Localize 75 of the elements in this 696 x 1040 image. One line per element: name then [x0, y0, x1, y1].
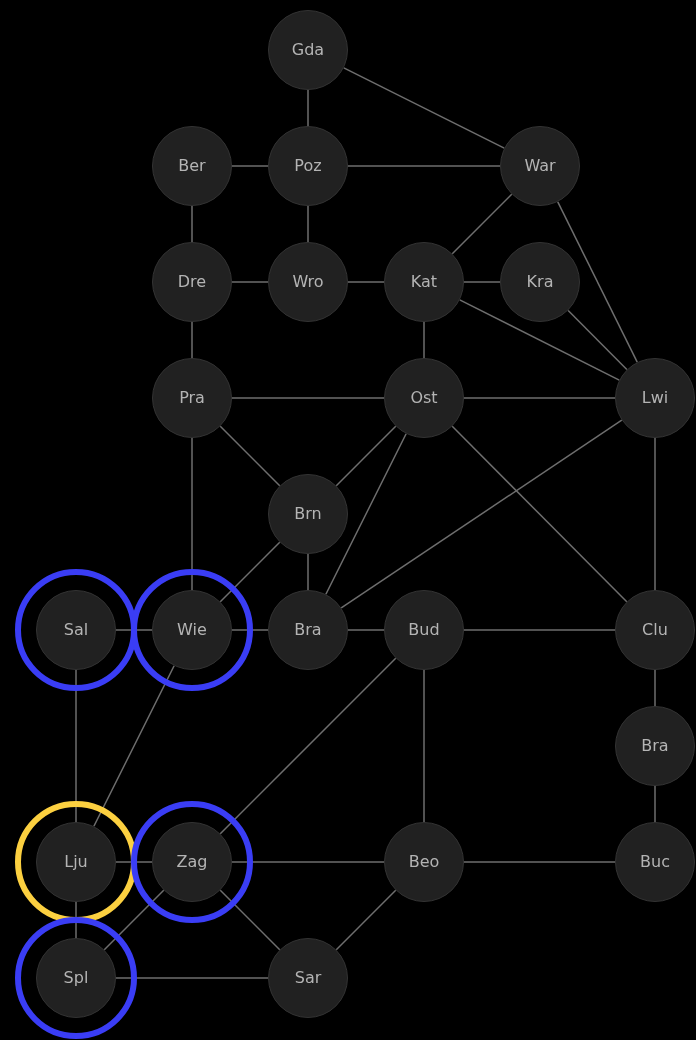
- connector-line: [423, 669, 425, 823]
- connector-line: [463, 281, 501, 283]
- city-node: [152, 822, 232, 902]
- connector-line: [191, 205, 193, 243]
- connector-line: [103, 889, 165, 951]
- connector-line: [335, 889, 397, 951]
- connector-line: [335, 425, 397, 487]
- node-label: Buc: [640, 852, 670, 872]
- connector-line: [307, 553, 309, 591]
- connector-line: [219, 657, 397, 835]
- node-label: Beo: [408, 852, 440, 872]
- node-label: Bra: [294, 620, 322, 640]
- city-node: [36, 590, 116, 670]
- connector-line: [451, 425, 628, 603]
- connector-line: [115, 861, 153, 863]
- connector-line: [191, 321, 193, 359]
- connector-line: [463, 629, 616, 631]
- connector-line: [451, 193, 513, 255]
- node-label: Clu: [642, 620, 668, 640]
- city-node: [36, 938, 116, 1018]
- node-label: Ber: [178, 156, 206, 176]
- connector-line: [115, 977, 269, 979]
- node-label: Spl: [63, 968, 89, 988]
- node-label: Kra: [526, 272, 554, 292]
- connector-line: [115, 629, 153, 631]
- node-label: Kat: [410, 272, 438, 292]
- city-node: [268, 474, 348, 554]
- node-label: Wie: [177, 620, 207, 640]
- node-label: Lju: [64, 852, 88, 872]
- connector-line: [347, 281, 385, 283]
- connector-line: [231, 397, 385, 399]
- connector-line: [75, 901, 77, 939]
- connector-line: [307, 89, 309, 127]
- node-label: Gda: [291, 40, 325, 60]
- connector-line: [459, 299, 620, 381]
- connector-line: [347, 629, 385, 631]
- connector-line: [231, 281, 269, 283]
- connector-line: [75, 669, 77, 823]
- connector-line: [93, 665, 175, 827]
- node-label: Wro: [292, 272, 324, 292]
- connector-line: [557, 201, 638, 363]
- connector-line: [654, 437, 656, 591]
- connector-line: [219, 425, 281, 487]
- connector-line: [231, 629, 269, 631]
- connector-line: [654, 785, 656, 823]
- connector-line: [219, 889, 281, 951]
- node-label: Lwi: [641, 388, 669, 408]
- node-label: Sal: [63, 620, 89, 640]
- connector-line: [325, 433, 407, 595]
- city-node: [152, 590, 232, 670]
- connector-line: [191, 437, 193, 591]
- connector-line: [307, 205, 309, 243]
- connector-line: [347, 165, 501, 167]
- node-label: Brn: [294, 504, 322, 524]
- node-label: Sar: [294, 968, 322, 988]
- node-label: War: [524, 156, 556, 176]
- connector-line: [567, 309, 628, 371]
- node-label: Dre: [177, 272, 207, 292]
- connector-line: [219, 541, 281, 603]
- node-label: Bra: [641, 736, 669, 756]
- connector-line: [654, 669, 656, 707]
- connector-line: [343, 67, 505, 149]
- node-label: Ost: [410, 388, 438, 408]
- city-node: [36, 822, 116, 902]
- node-label: Pra: [179, 388, 205, 408]
- connector-line: [463, 397, 616, 399]
- connector-line: [231, 165, 269, 167]
- connector-line: [340, 419, 623, 609]
- node-label: Zag: [176, 852, 208, 872]
- city-node: [615, 358, 695, 438]
- node-label: Poz: [294, 156, 322, 176]
- connector-line: [231, 861, 385, 863]
- connector-line: [463, 861, 616, 863]
- node-label: Bud: [408, 620, 440, 640]
- connector-line: [423, 321, 425, 359]
